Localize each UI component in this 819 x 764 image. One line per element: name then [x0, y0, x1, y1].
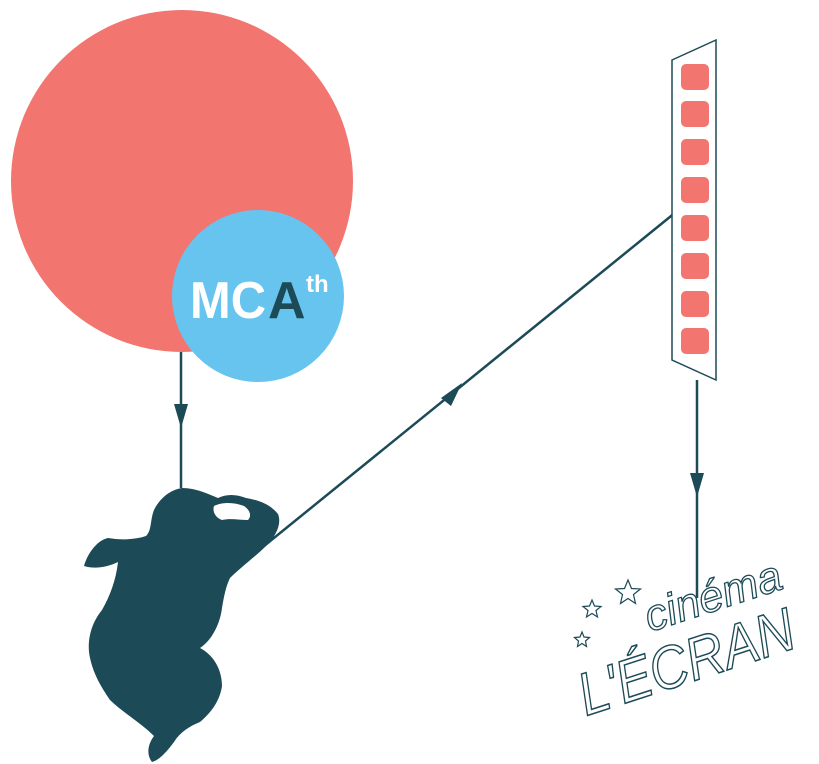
star-icon	[613, 578, 643, 605]
logo-th-text: th	[306, 271, 329, 298]
film-frame	[681, 177, 709, 203]
arrow-person-to-film	[441, 383, 462, 406]
cinema-lecran-node[interactable]: cinéma L'ÉCRAN	[569, 550, 805, 729]
person-node[interactable]	[84, 488, 280, 762]
arrow-film-to-cinema	[690, 473, 704, 497]
logo-mc-text: MC	[190, 272, 266, 330]
mcath-logo-node[interactable]: MC A th	[11, 10, 353, 382]
film-frame	[681, 215, 709, 241]
blue-circle	[172, 210, 344, 382]
arrow-logo-to-person	[174, 404, 188, 428]
film-frame	[681, 101, 709, 127]
film-frame	[681, 253, 709, 279]
logo-a-text: A	[268, 272, 306, 330]
film-frame	[681, 64, 709, 90]
crouching-person-silhouette-icon	[84, 488, 280, 762]
film-frame	[681, 328, 709, 354]
film-frames	[681, 64, 709, 354]
connectors	[174, 211, 704, 598]
film-frame	[681, 291, 709, 317]
star-icon	[581, 598, 603, 619]
film-frame	[681, 139, 709, 165]
star-icon	[573, 630, 591, 648]
stars	[573, 578, 643, 648]
film-strip-node[interactable]	[671, 38, 717, 382]
